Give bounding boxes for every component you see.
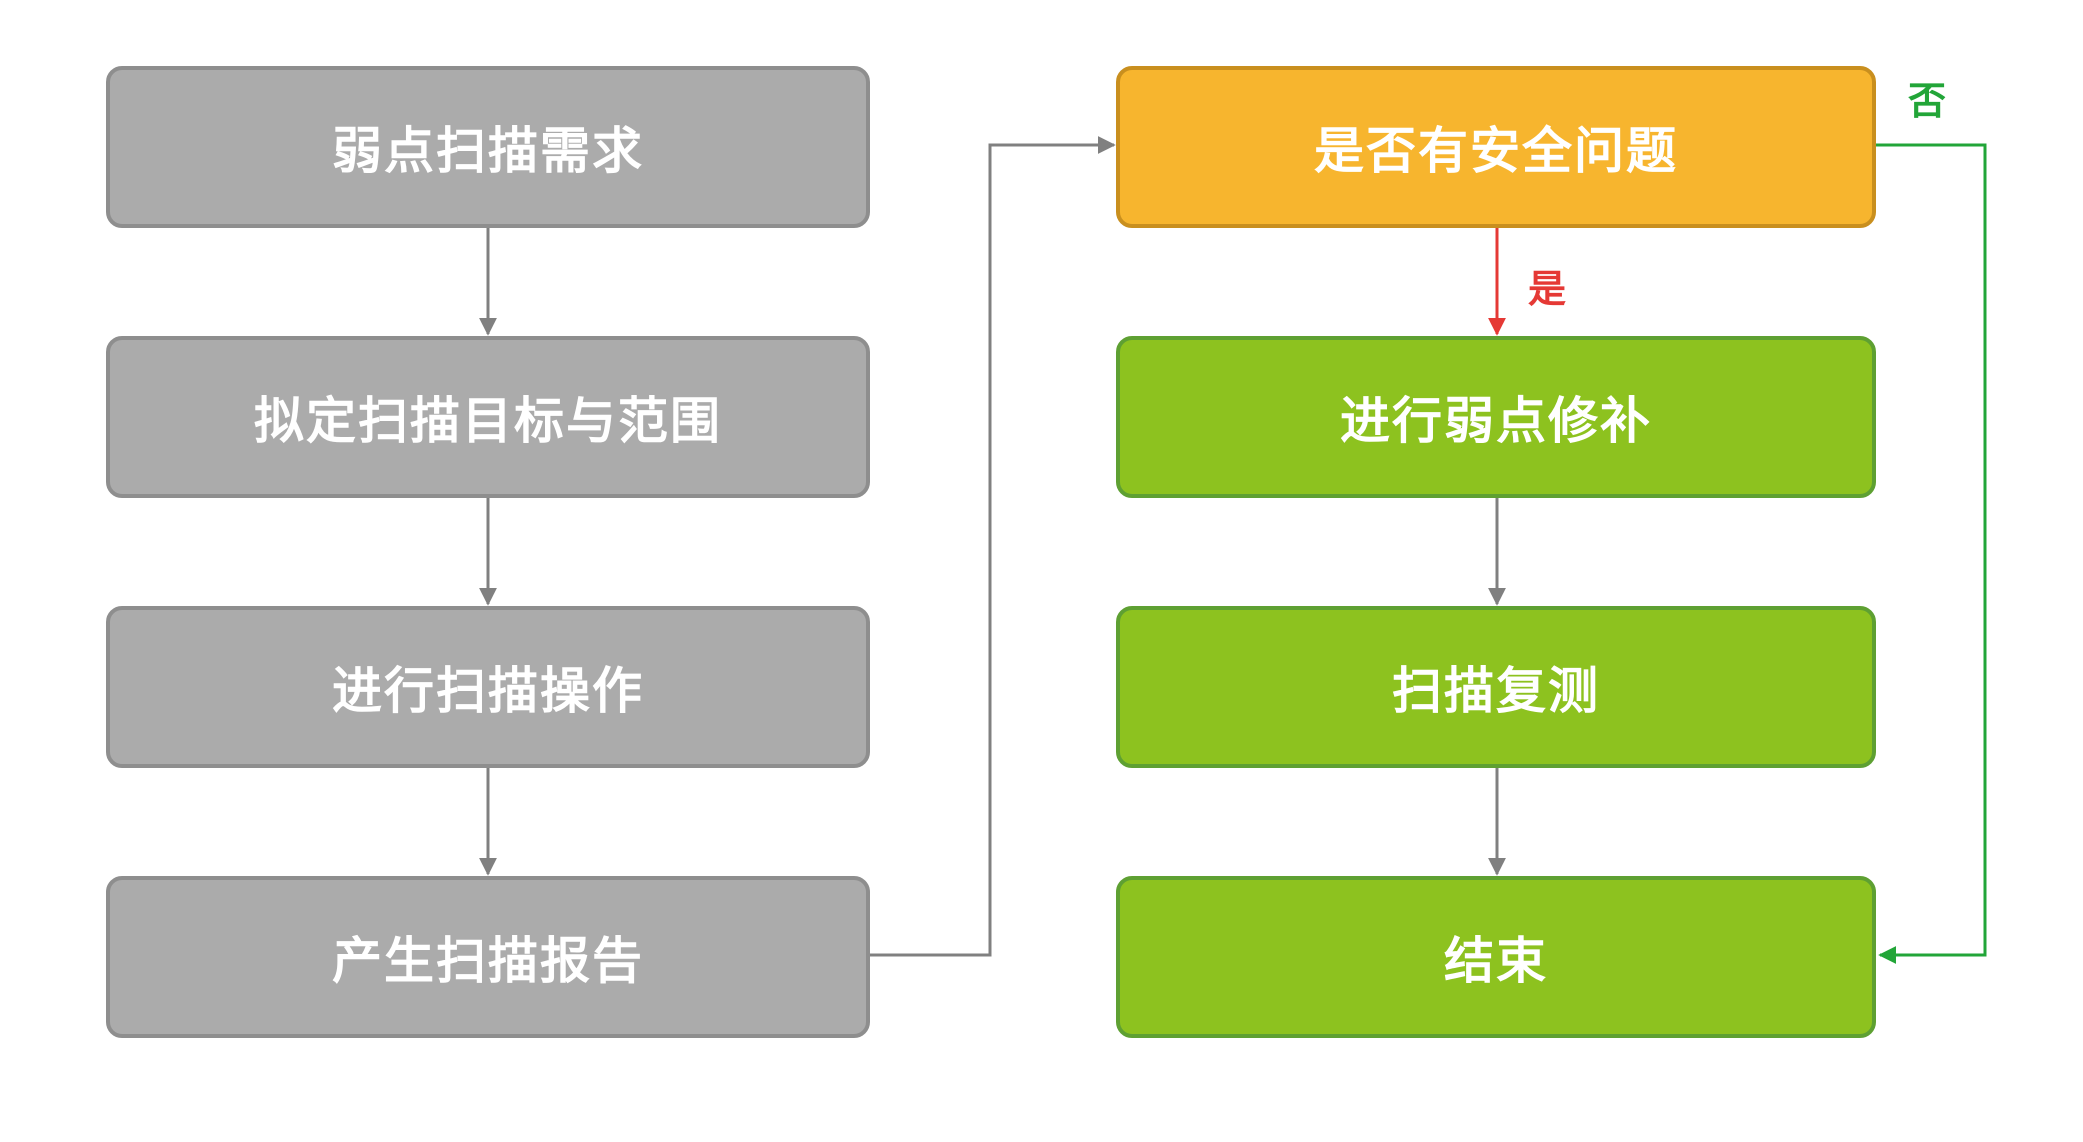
step-define-scope: 拟定扫描目标与范围 [106, 336, 870, 498]
arrow-report-to-decision [870, 136, 1116, 957]
step-scan-requirement: 弱点扫描需求 [106, 66, 870, 228]
decision-security-issue: 是否有安全问题 [1116, 66, 1876, 228]
step-end: 结束 [1116, 876, 1876, 1038]
step-scan-report: 产生扫描报告 [106, 876, 870, 1038]
label-yes: 是 [1528, 267, 1567, 311]
step-perform-scan: 进行扫描操作 [106, 606, 870, 768]
step-rescan: 扫描复测 [1116, 606, 1876, 768]
arrow-no [1876, 143, 1987, 964]
label-no: 否 [1908, 79, 1947, 123]
step-fix-vulnerabilities: 进行弱点修补 [1116, 336, 1876, 498]
